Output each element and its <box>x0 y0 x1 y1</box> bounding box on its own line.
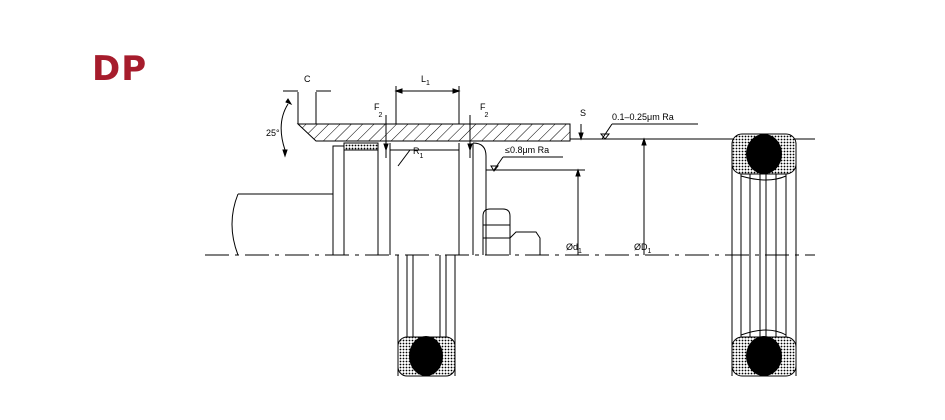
roughness-callouts <box>397 123 698 172</box>
label-d1-large: ØD1 <box>634 242 652 255</box>
seal-cross-section-lower <box>397 336 456 377</box>
chamfer-indicator <box>280 90 331 158</box>
diameter-dimensions <box>486 137 647 255</box>
end-stop <box>482 208 541 255</box>
piston-body <box>332 142 487 256</box>
label-roughness-bore: 0.1–0.25μm Ra <box>612 112 674 122</box>
s-dimension <box>578 124 584 141</box>
label-f2-right: F2 <box>480 102 489 119</box>
seal-front-view-profiles <box>731 133 797 377</box>
label-angle: 25° <box>266 128 280 138</box>
page-title: DP <box>92 49 148 89</box>
label-r1: R1 <box>413 146 424 160</box>
label-roughness-groove: ≤0.8μm Ra <box>505 145 549 155</box>
guide-ring <box>343 142 379 151</box>
f2-markers <box>383 115 473 158</box>
label-f2-left: F2 <box>374 102 383 119</box>
label-s: S <box>580 108 586 118</box>
label-l1: L1 <box>421 74 430 87</box>
l1-dimension <box>394 86 461 124</box>
label-c: C <box>304 74 311 84</box>
piston-rod <box>231 193 333 256</box>
label-d1-small: Ød1 <box>566 242 582 255</box>
